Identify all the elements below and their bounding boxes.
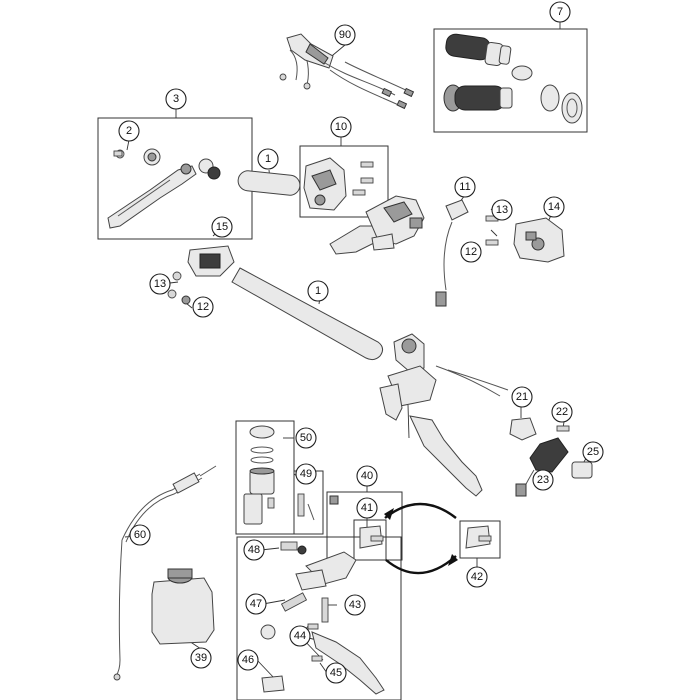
exchange-arrows [384,502,458,575]
svg-text:1: 1 [265,153,271,165]
clamp-15-part [167,245,235,305]
svg-text:13: 13 [154,278,166,290]
callout-42: 42 [466,566,488,588]
handlebar-grips-part [443,33,583,124]
svg-text:12: 12 [465,246,477,258]
svg-text:48: 48 [248,544,260,556]
callout-10: 10 [330,116,352,138]
box-7 [433,28,588,133]
throttle-cable-part [279,33,415,110]
box-lower-assembly [236,536,402,700]
callout-44: 44 [289,625,311,647]
callout-23: 23 [532,469,554,491]
callout-13-right: 13 [491,199,513,221]
callout-45: 45 [325,662,347,684]
kill-switch-part [435,199,469,307]
switch-23-part [515,437,569,497]
svg-text:12: 12 [197,301,209,313]
svg-text:41: 41 [361,502,373,514]
switch-14-part [513,217,565,263]
svg-text:10: 10 [335,121,347,133]
box-42 [459,520,501,559]
fluid-container-39 [151,568,215,645]
svg-text:90: 90 [339,29,351,41]
svg-text:21: 21 [516,391,528,403]
bleed-hose-60 [113,465,217,681]
box-41-inner [353,519,387,561]
callout-43: 43 [344,594,366,616]
switch-housing-part [303,157,374,211]
svg-text:39: 39 [195,652,207,664]
callout-41: 41 [356,497,378,519]
callout-1-top: 1 [257,148,279,170]
callout-11: 11 [454,176,476,198]
svg-text:22: 22 [556,406,568,418]
callout-12-right: 12 [460,241,482,263]
svg-text:50: 50 [300,432,312,444]
callout-14: 14 [543,196,565,218]
svg-text:60: 60 [134,529,146,541]
handlebar-tube-long [231,267,384,361]
box-10 [299,145,389,218]
svg-text:15: 15 [216,221,228,233]
handlebar-tube-short [237,170,301,196]
svg-text:1: 1 [315,285,321,297]
callout-3: 3 [165,88,187,110]
callout-39: 39 [190,647,212,669]
callout-12-left: 12 [192,296,214,318]
callout-48: 48 [243,539,265,561]
callout-15: 15 [211,216,233,238]
callout-40: 40 [356,465,378,487]
svg-text:44: 44 [294,630,306,642]
svg-text:49: 49 [300,468,312,480]
svg-text:13: 13 [496,204,508,216]
clutch-master-cylinder [379,333,509,497]
callout-50: 50 [295,427,317,449]
callout-46: 46 [237,649,259,671]
callout-49: 49 [295,463,317,485]
callout-21: 21 [511,386,533,408]
lever-kit-part [107,148,221,229]
cap-25-part [571,461,593,479]
svg-text:25: 25 [587,446,599,458]
callout-7: 7 [549,1,571,23]
svg-text:42: 42 [471,571,483,583]
lower-master-cylinder [260,541,385,695]
svg-text:45: 45 [330,667,342,679]
reservoir-kit-50 [243,425,275,525]
switch-42-part [465,525,492,549]
svg-text:40: 40 [361,470,373,482]
callout-60: 60 [129,524,151,546]
callout-25: 25 [582,441,604,463]
callout-1-long: 1 [307,280,329,302]
svg-text:2: 2 [126,125,132,137]
screw-22-part [556,425,570,432]
bleed-kit-49 [297,493,315,521]
switch-21-part [509,417,537,441]
callout-47: 47 [245,593,267,615]
throttle-housing-part [329,195,425,255]
svg-text:46: 46 [242,654,254,666]
callout-13-left: 13 [149,273,171,295]
callout-2: 2 [118,120,140,142]
svg-text:11: 11 [459,181,470,193]
svg-text:23: 23 [537,474,549,486]
switch-kit-40-41 [329,495,384,549]
svg-text:14: 14 [548,201,560,213]
svg-text:43: 43 [349,599,361,611]
svg-text:47: 47 [250,598,262,610]
callout-22: 22 [551,401,573,423]
callout-90: 90 [334,24,356,46]
svg-text:7: 7 [557,6,563,18]
svg-text:3: 3 [173,93,179,105]
